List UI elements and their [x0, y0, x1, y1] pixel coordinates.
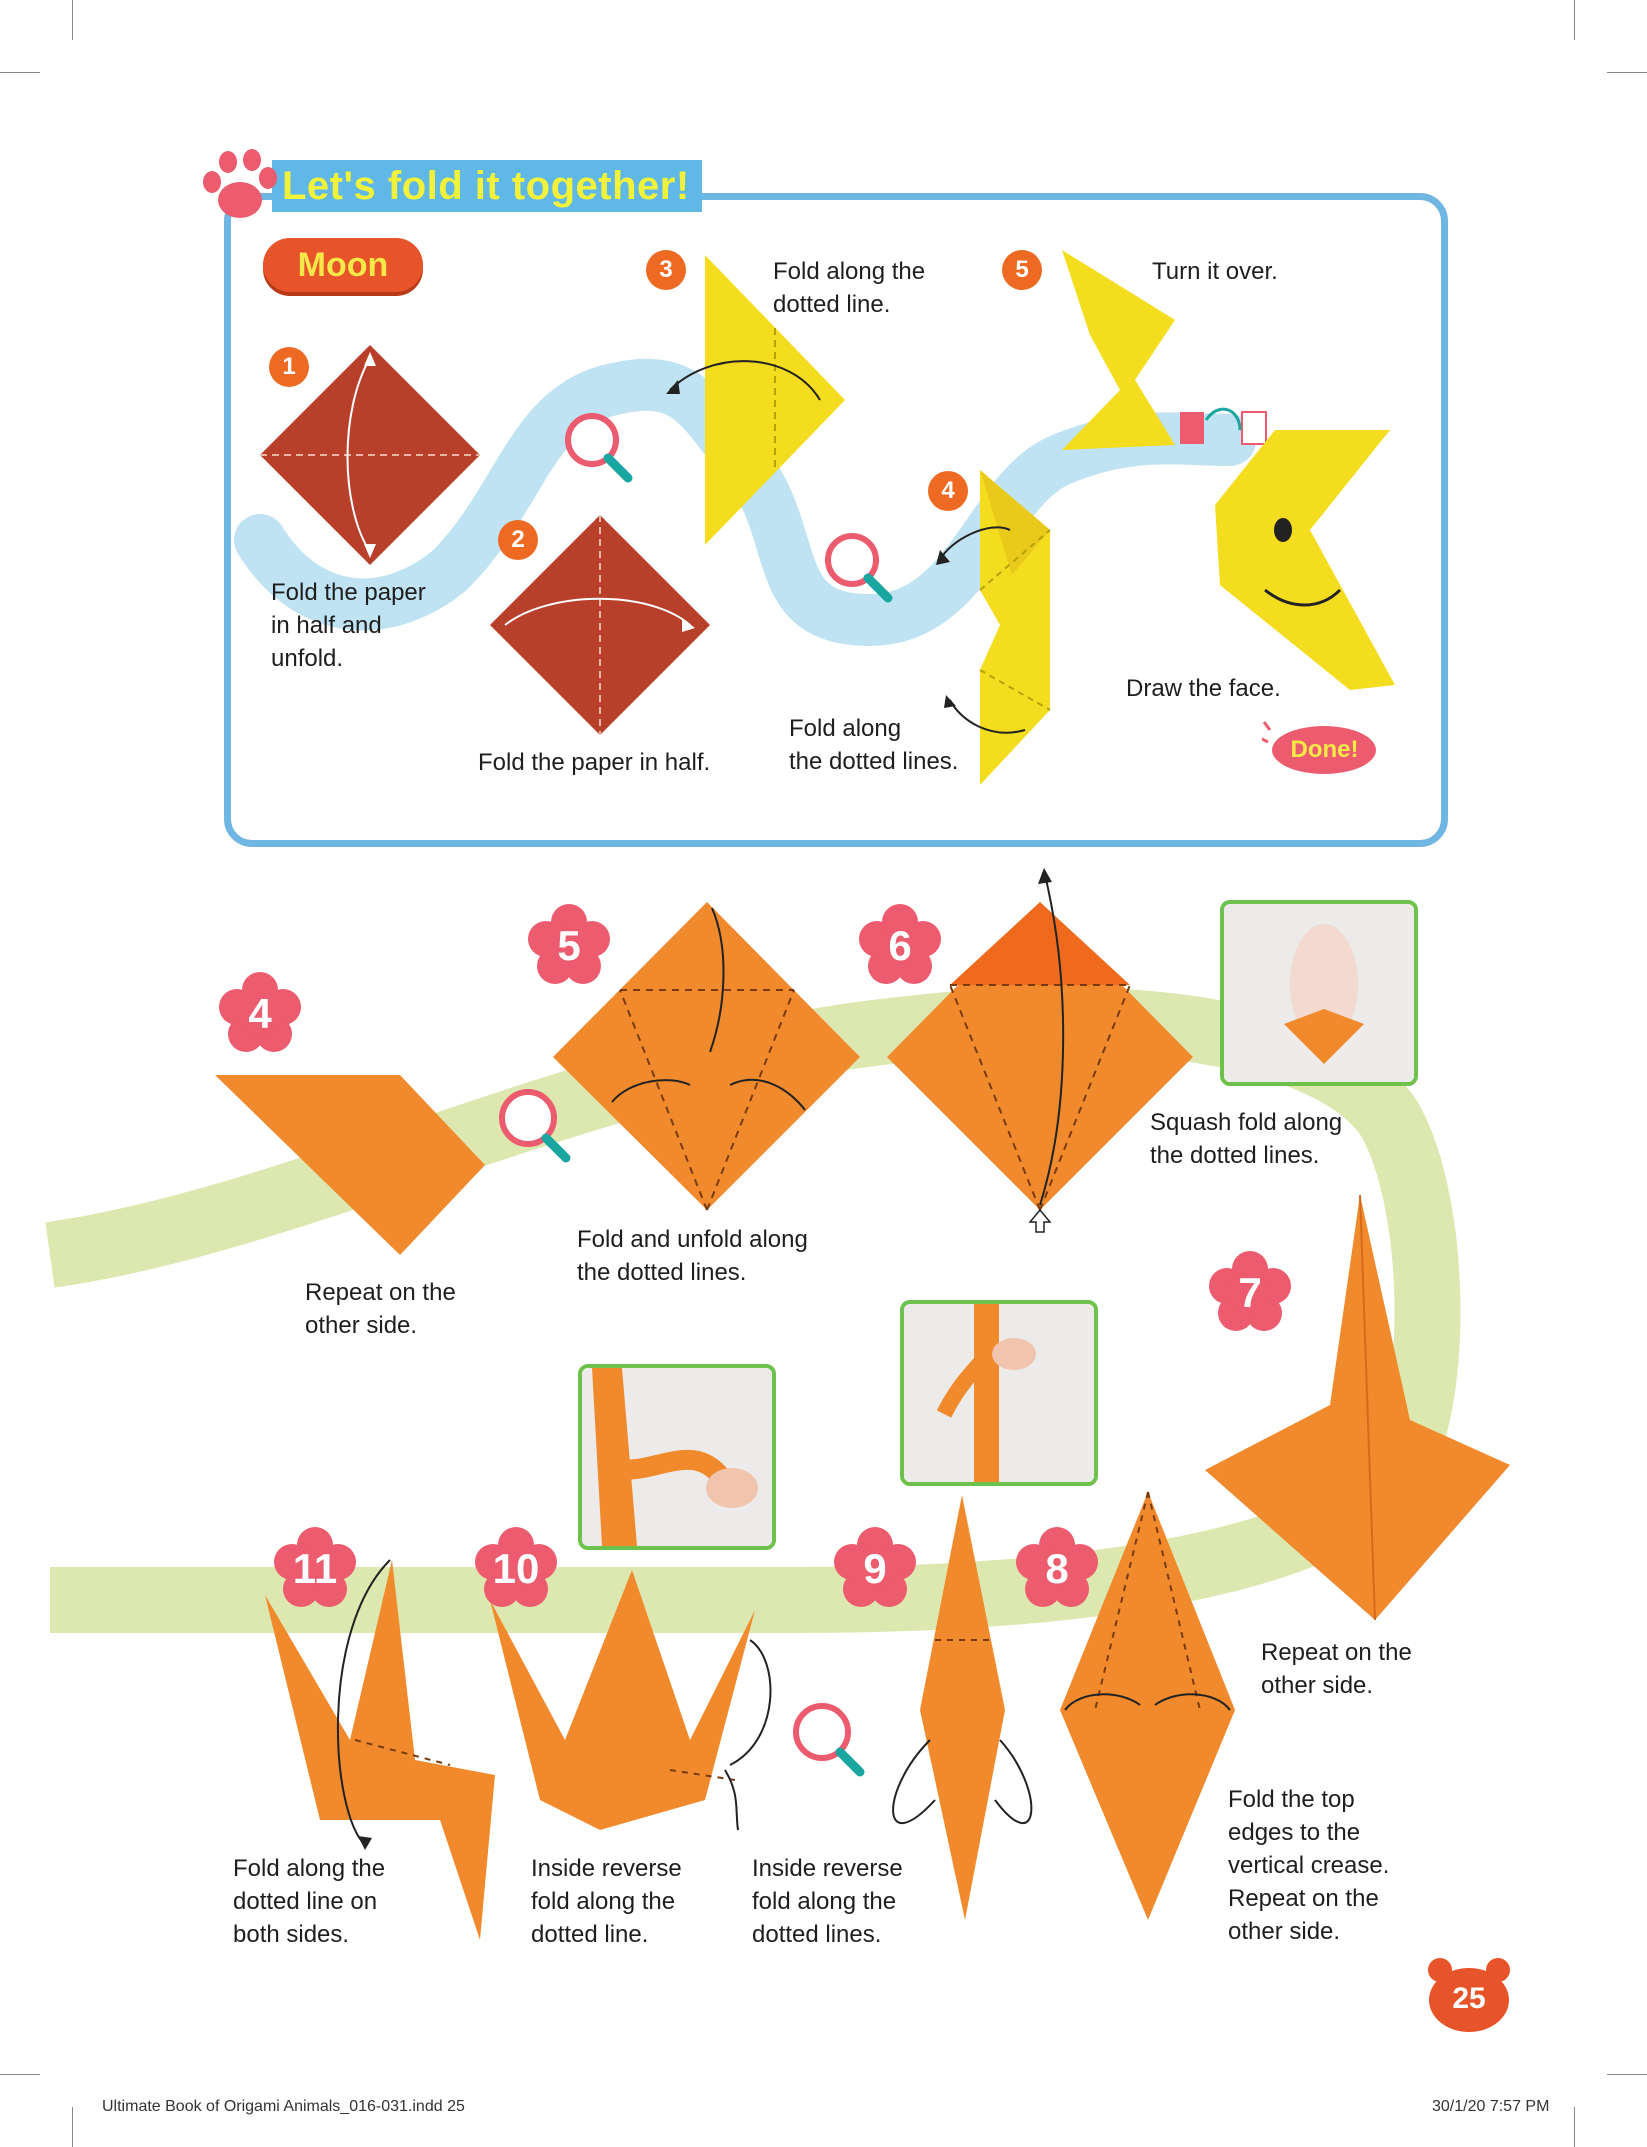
magnifier-icon: [565, 413, 633, 483]
crane-step-text: Squash fold along the dotted lines.: [1150, 1109, 1343, 1169]
done-label: Done!: [1290, 736, 1359, 763]
crane-step7-paper: [1205, 1194, 1510, 1621]
crane-step10-paper: [490, 1570, 772, 1831]
page-number: 25: [1452, 1982, 1486, 2015]
turn-over-icon: [1180, 407, 1267, 445]
moon-step-text: Turn it over.: [1152, 258, 1278, 285]
crane-step9-paper: [892, 1495, 1033, 1920]
banner-title: Let's fold it together!: [282, 164, 690, 208]
crop-mark: [1607, 2074, 1647, 2075]
flower-icon: [1016, 1527, 1098, 1607]
flower-icon: [834, 1527, 916, 1607]
crop-mark: [72, 2107, 73, 2147]
crane-step-text: Fold the top edges to the vertical creas…: [1228, 1786, 1390, 1945]
crane-step-number: 10: [492, 1545, 540, 1592]
crane-step-number: 6: [888, 922, 912, 969]
moon-step-number: 5: [1002, 250, 1042, 290]
moon-step-number: 2: [498, 520, 538, 560]
crane-step-text: Repeat on the other side.: [305, 1279, 456, 1339]
crane-step-number: 7: [1238, 1269, 1262, 1316]
flower-icon: [274, 1527, 356, 1607]
flower-icon: [219, 972, 301, 1052]
crane-step-number: 9: [863, 1545, 887, 1592]
moon-draw-face-text: Draw the face.: [1126, 675, 1281, 702]
crane-step5-paper: [553, 902, 860, 1211]
flower-icon: [528, 904, 610, 984]
squash-fold-photo: [1220, 900, 1418, 1086]
crane-step-text: Inside reverse fold along the dotted lin…: [531, 1855, 682, 1948]
magnifier-icon: [499, 1089, 571, 1163]
crane-step-text: Fold along the dotted line on both sides…: [233, 1855, 386, 1948]
finished-moon: [1215, 430, 1395, 690]
crane-step-number: 11: [292, 1545, 338, 1592]
moon-step5-paper: [1062, 250, 1175, 450]
crane-step-number: 5: [557, 922, 581, 969]
crane-step6-paper: [887, 868, 1193, 1233]
moon-diagram: [234, 250, 1395, 785]
moon-title-badge: [263, 238, 423, 292]
crop-mark: [1574, 2107, 1575, 2147]
inside-reverse-fold-photo: [900, 1300, 1098, 1486]
moon-step-number: 4: [928, 471, 968, 511]
crane-step-number: 4: [248, 990, 272, 1037]
footer-datetime: 30/1/20 7:57 PM: [1432, 2098, 1550, 2115]
crane-step4-paper: [215, 1075, 485, 1255]
moon-step-text: Fold the paper in half.: [478, 749, 711, 776]
crane-step-text: Inside reverse fold along the dotted lin…: [752, 1855, 903, 1948]
crop-mark: [0, 2074, 40, 2075]
moon-title: Moon: [297, 246, 389, 284]
crane-step8-paper: [1060, 1491, 1235, 1920]
crane-step-number: 8: [1045, 1545, 1069, 1592]
crop-mark: [72, 0, 73, 40]
flower-icon: [475, 1527, 557, 1607]
crane-diagram: [45, 868, 1510, 1940]
crop-mark: [0, 72, 40, 73]
crane-step-text: Fold and unfold along the dotted lines.: [577, 1226, 808, 1286]
magnifier-icon: [793, 1703, 865, 1777]
magnifier-icon: [825, 533, 893, 603]
bear-icon: [1428, 1958, 1510, 2032]
moon-step-text: Fold along the dotted line.: [773, 258, 926, 318]
flower-icon: [859, 904, 941, 984]
inside-reverse-fold-photo: [578, 1364, 776, 1550]
paw-icon: [203, 149, 277, 218]
crane-step-text: Repeat on the other side.: [1261, 1639, 1412, 1699]
moon-step-number: 1: [269, 347, 309, 387]
crop-mark: [1607, 72, 1647, 73]
moon-step2-paper: [490, 515, 710, 735]
crane-step11-paper: [265, 1559, 495, 1940]
moon-step-number: 3: [646, 250, 686, 290]
moon-step4-paper: [936, 470, 1051, 785]
moon-step3-paper: [666, 255, 845, 545]
moon-step-text: Fold the paper in half and unfold.: [271, 579, 426, 672]
moon-step1-paper: [260, 345, 480, 565]
moon-step-text: Fold along the dotted lines.: [789, 715, 959, 775]
crop-mark: [1574, 0, 1575, 40]
title-banner: [272, 160, 702, 212]
flower-icon: [1209, 1251, 1291, 1331]
done-badge: [1262, 721, 1376, 774]
footer-file-info: Ultimate Book of Origami Animals_016-031…: [102, 2098, 465, 2115]
